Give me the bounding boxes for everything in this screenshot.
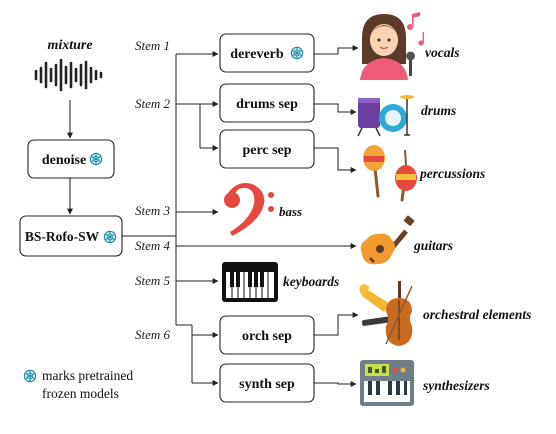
singer-icon xyxy=(360,12,424,80)
connector-lines xyxy=(122,45,359,387)
output-label-keyboards: keyboards xyxy=(283,274,339,289)
output-label-orchestral: orchestral elements xyxy=(423,307,531,322)
synth-sep-label: synth sep xyxy=(239,377,295,392)
mixture-label: mixture xyxy=(47,38,92,53)
synth-sep-box: synth sep xyxy=(219,363,315,403)
drums-sep-box: drums sep xyxy=(219,83,315,123)
waveform-icon xyxy=(34,58,103,92)
orch-sep-label: orch sep xyxy=(242,329,292,344)
output-label-vocals: vocals xyxy=(425,45,460,60)
stem-labels: Stem 1 Stem 2 Stem 3 Stem 4 Stem 5 Stem … xyxy=(135,38,171,342)
legend-line-2: frozen models xyxy=(42,386,119,401)
bass-clef-icon xyxy=(224,183,274,236)
denoise-label: denoise xyxy=(42,153,86,168)
bsrofo-label: BS-Rofo-SW xyxy=(25,229,100,244)
perc-sep-box: perc sep xyxy=(219,129,315,169)
piano-keyboard-icon xyxy=(222,262,278,302)
maracas-icon xyxy=(363,145,417,202)
stem-label: Stem 3 xyxy=(135,203,171,218)
output-label-drums: drums xyxy=(421,103,456,118)
denoise-box: denoise xyxy=(27,139,115,179)
orch-sep-box: orch sep xyxy=(219,315,315,355)
stem-label: Stem 5 xyxy=(135,273,171,288)
legend-line-1: marks pretrained xyxy=(42,368,133,383)
output-label-guitars: guitars xyxy=(413,238,453,253)
frozen-icon xyxy=(23,369,37,383)
dereverb-label: dereverb xyxy=(230,47,284,62)
legend: marks pretrained frozen models xyxy=(23,368,133,401)
stem-label: Stem 6 xyxy=(135,327,171,342)
stem-label: Stem 4 xyxy=(135,238,171,253)
stem-label: Stem 1 xyxy=(135,38,170,53)
stem-label: Stem 2 xyxy=(135,96,171,111)
output-label-percussions: percussions xyxy=(419,166,485,181)
output-label-synthesizers: synthesizers xyxy=(422,378,490,393)
drums-sep-label: drums sep xyxy=(236,97,298,112)
orchestra-icon xyxy=(359,281,413,346)
output-label-bass: bass xyxy=(279,204,302,219)
bsrofo-box: BS-Rofo-SW xyxy=(19,215,123,257)
drum-kit-icon xyxy=(357,95,414,137)
guitar-icon xyxy=(360,215,415,265)
synthesizer-icon xyxy=(360,360,414,406)
dereverb-box: dereverb xyxy=(219,33,315,73)
perc-sep-label: perc sep xyxy=(242,143,291,158)
